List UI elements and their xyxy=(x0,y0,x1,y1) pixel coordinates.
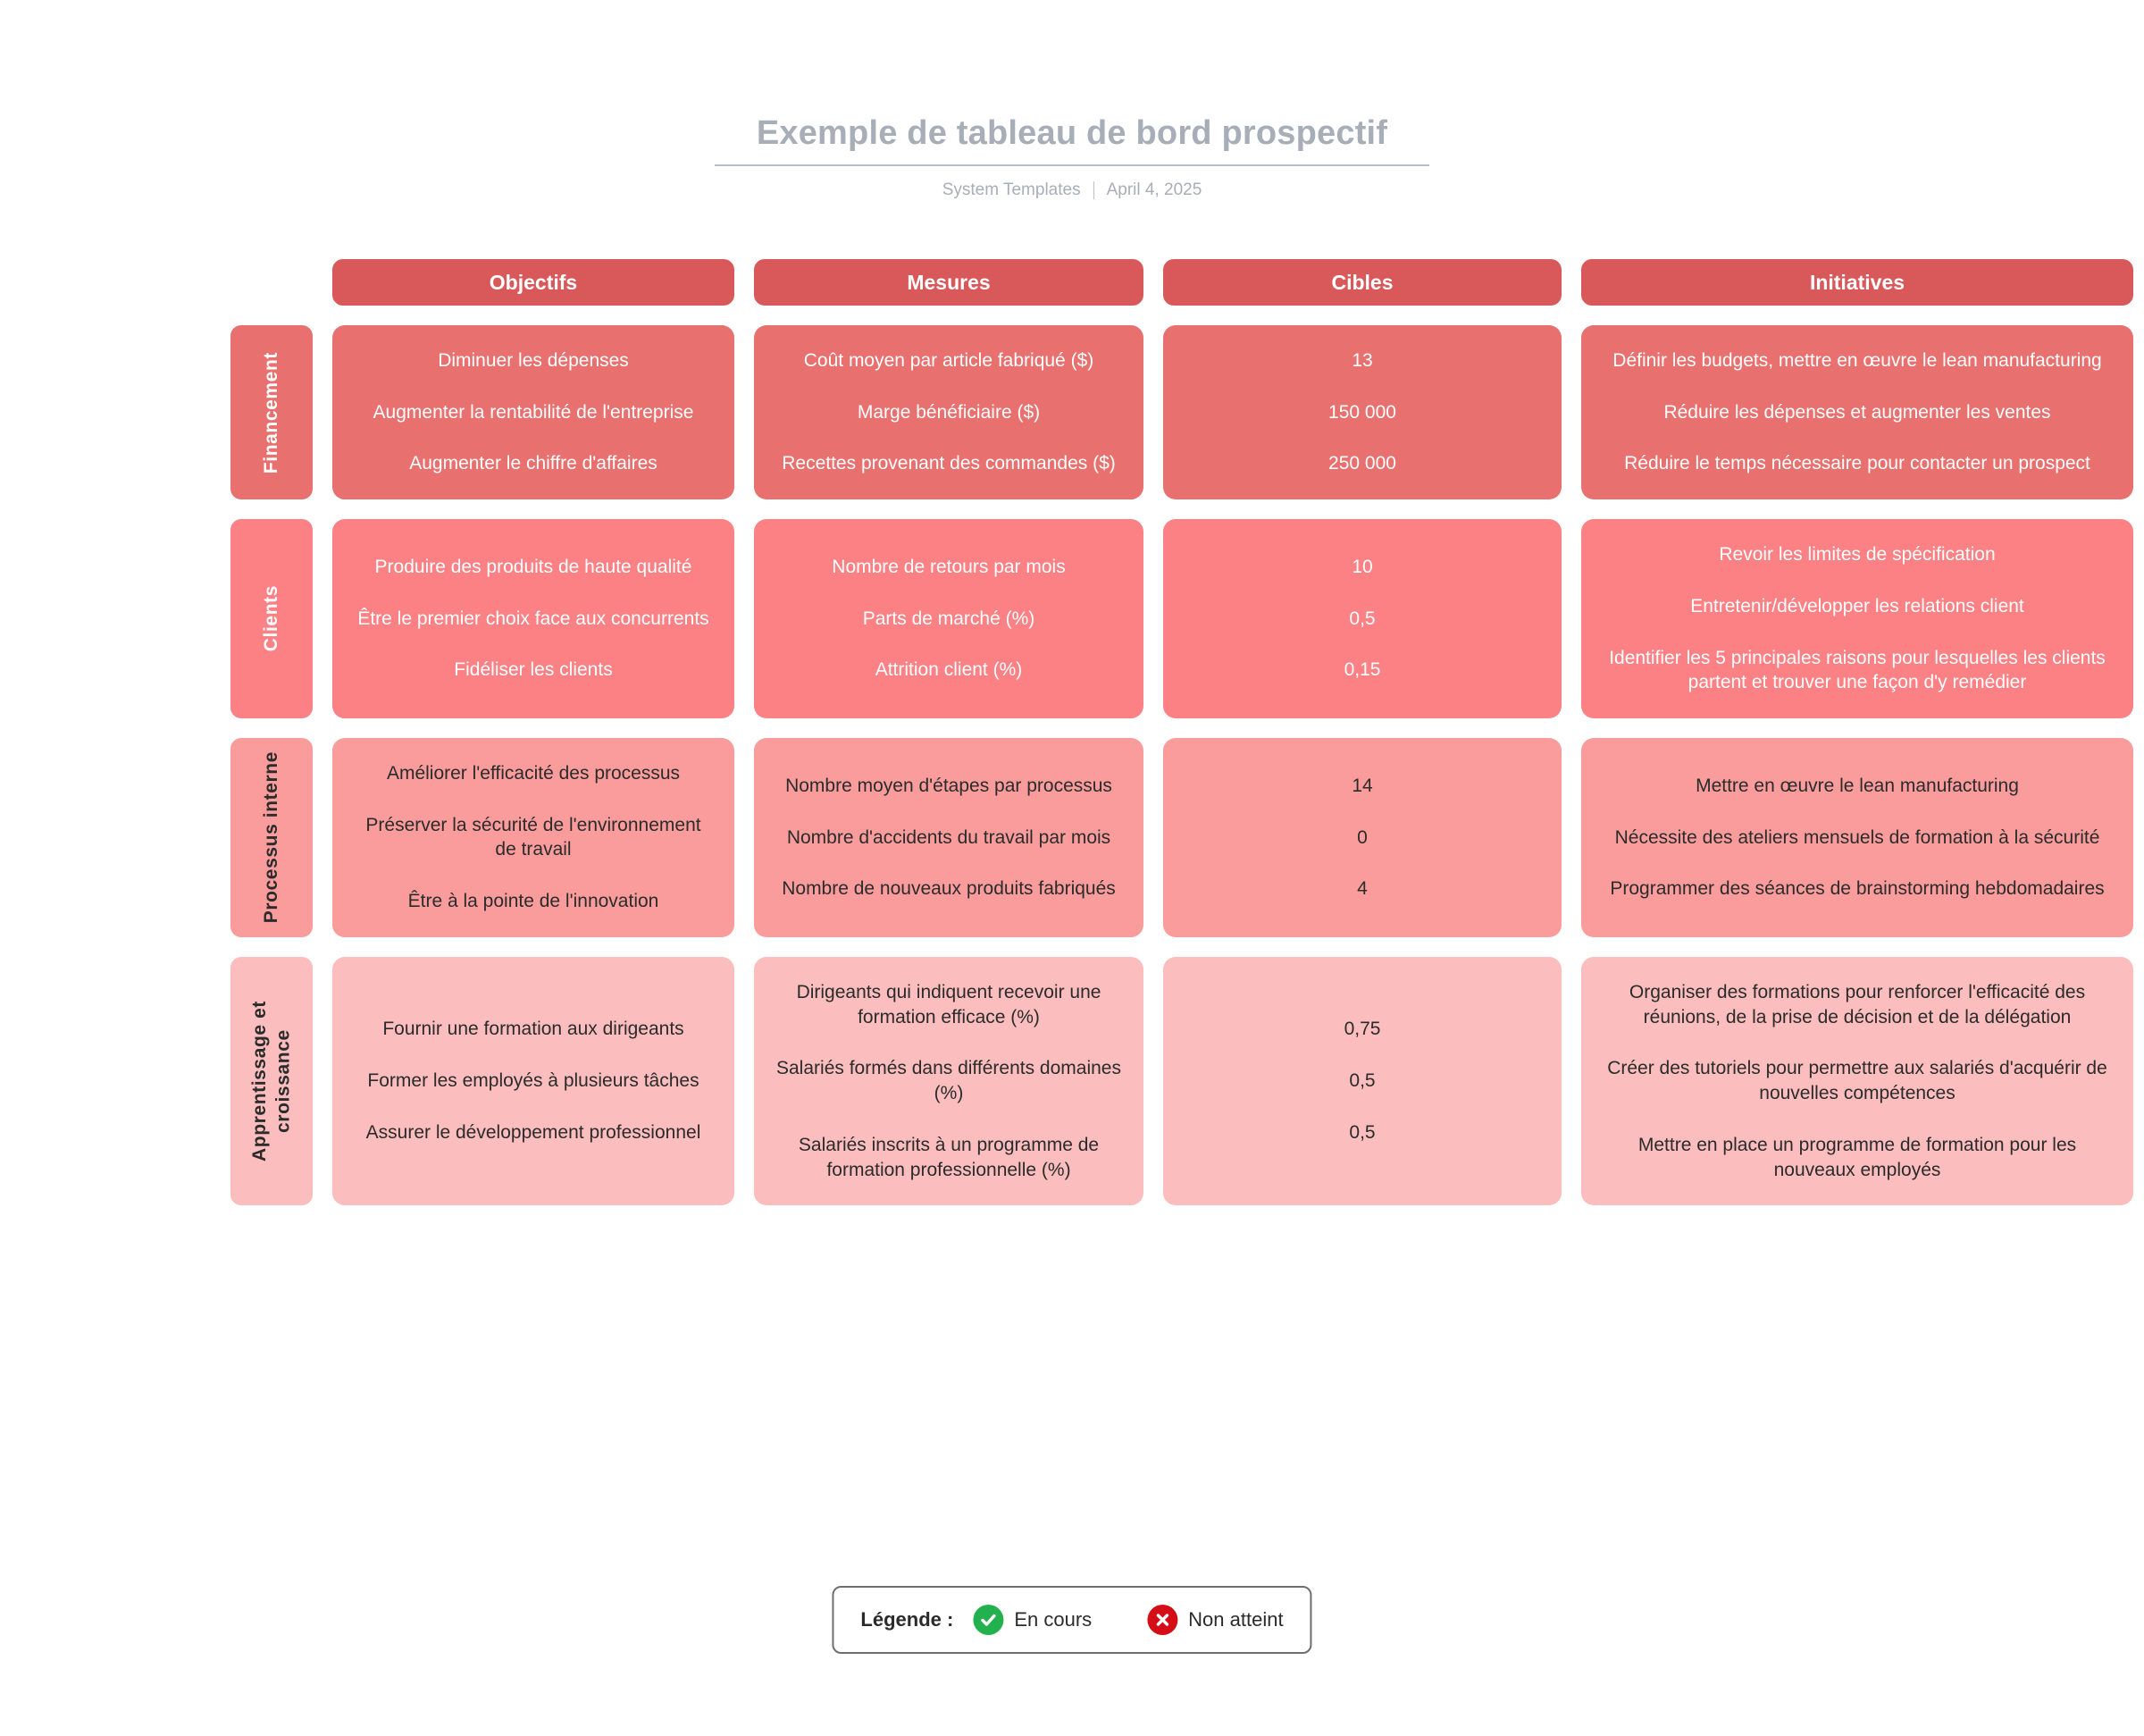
cell-line: 0,15 xyxy=(1344,659,1381,681)
row-label-text: Clients xyxy=(260,585,281,652)
cell-financement-cibles: 13 150 000 250 000 xyxy=(1163,325,1562,500)
cell-line: Revoir les limites de spécification xyxy=(1719,544,1996,566)
cell-line: Dirigeants qui indiquent recevoir une fo… xyxy=(796,981,1101,1027)
cell-apprentissage-initiatives: Organiser des formations pour renforcer … xyxy=(1581,956,2133,1206)
cell-clients-objectifs: Produire des produits de haute qualité Ê… xyxy=(332,519,734,719)
subtitle: System Templates April 4, 2025 xyxy=(0,180,2144,200)
cell-clients-mesures: Nombre de retours par mois Parts de marc… xyxy=(754,519,1143,719)
title-divider xyxy=(715,164,1429,166)
cell-line: Recettes provenant des commandes ($) xyxy=(782,453,1116,474)
cell-line: Produire des produits de haute qualité xyxy=(374,557,692,578)
cell-line: Coût moyen par article fabriqué ($) xyxy=(803,350,1094,371)
legend-item-en-cours: En cours xyxy=(973,1605,1092,1635)
cell-line: 0,5 xyxy=(1349,1121,1376,1143)
subtitle-source: System Templates xyxy=(942,180,1081,199)
legend-title: Légende : xyxy=(860,1608,954,1631)
cell-line: 10 xyxy=(1352,557,1373,578)
legend-label: En cours xyxy=(1014,1608,1093,1631)
cell-apprentissage-objectifs: Fournir une formation aux dirigeants For… xyxy=(332,956,734,1206)
cell-line: 14 xyxy=(1352,775,1373,796)
cell-line: 4 xyxy=(1357,878,1368,900)
cell-line: Augmenter la rentabilité de l'entreprise xyxy=(373,401,694,423)
cell-line: Créer des tutoriels pour permettre aux s… xyxy=(1607,1058,2107,1104)
cell-line: Fidéliser les clients xyxy=(454,659,613,681)
cell-line: 0 xyxy=(1357,826,1368,848)
row-label-text: Apprentissage et croissance xyxy=(248,1001,293,1162)
cell-line: Nombre d'accidents du travail par mois xyxy=(786,826,1111,848)
row-label-financement: Financement xyxy=(230,325,313,500)
cell-line: 250 000 xyxy=(1328,453,1396,474)
cell-line: Augmenter le chiffre d'affaires xyxy=(409,453,657,474)
cell-line: Nombre moyen d'étapes par processus xyxy=(785,775,1112,796)
row-label-text: Processus interne xyxy=(260,751,281,924)
page-title: Exemple de tableau de bord prospectif xyxy=(756,114,1388,152)
cell-processus-mesures: Nombre moyen d'étapes par processus Nomb… xyxy=(754,738,1143,937)
cell-line: Assurer le développement professionnel xyxy=(365,1121,701,1143)
scorecard-grid: Objectifs Mesures Cibles Initiatives Fin… xyxy=(230,259,2133,1206)
cell-clients-cibles: 10 0,5 0,15 xyxy=(1163,519,1562,719)
subtitle-separator xyxy=(1093,180,1094,199)
cell-line: Organiser des formations pour renforcer … xyxy=(1629,981,2086,1027)
cell-apprentissage-cibles: 0,75 0,5 0,5 xyxy=(1163,956,1562,1206)
cell-line: 0,75 xyxy=(1344,1019,1381,1040)
cell-line: Entretenir/développer les relations clie… xyxy=(1690,595,2024,616)
cell-line: Nécessite des ateliers mensuels de forma… xyxy=(1614,826,2100,848)
check-circle-icon xyxy=(973,1605,1004,1635)
row-label-text: Financement xyxy=(260,351,281,474)
cell-processus-initiatives: Mettre en œuvre le lean manufacturing Né… xyxy=(1581,738,2133,937)
cell-line: Salariés inscrits à un programme de form… xyxy=(798,1134,1100,1180)
cell-financement-objectifs: Diminuer les dépenses Augmenter la renta… xyxy=(332,325,734,500)
legend: Légende : En cours Non atteint xyxy=(832,1586,1312,1654)
cell-line: Parts de marché (%) xyxy=(862,608,1035,629)
column-header-objectifs: Objectifs xyxy=(332,259,734,306)
cell-line: Programmer des séances de brainstorming … xyxy=(1610,878,2105,900)
cell-financement-initiatives: Définir les budgets, mettre en œuvre le … xyxy=(1581,325,2133,500)
legend-item-non-atteint: Non atteint xyxy=(1147,1605,1284,1635)
cell-line: Salariés formés dans différents domaines… xyxy=(776,1058,1121,1104)
subtitle-date: April 4, 2025 xyxy=(1106,180,1202,199)
legend-label: Non atteint xyxy=(1188,1608,1284,1631)
column-header-cibles: Cibles xyxy=(1163,259,1562,306)
cell-apprentissage-mesures: Dirigeants qui indiquent recevoir une fo… xyxy=(754,956,1143,1206)
cell-line: Être le premier choix face aux concurren… xyxy=(357,608,709,629)
x-circle-icon xyxy=(1147,1605,1178,1635)
cell-line: 150 000 xyxy=(1328,401,1396,423)
cell-line: Diminuer les dépenses xyxy=(438,350,629,371)
row-label-apprentissage-croissance: Apprentissage et croissance xyxy=(230,956,313,1206)
cell-financement-mesures: Coût moyen par article fabriqué ($) Marg… xyxy=(754,325,1143,500)
cell-processus-cibles: 14 0 4 xyxy=(1163,738,1562,937)
cell-line: Nombre de retours par mois xyxy=(832,557,1066,578)
column-header-initiatives: Initiatives xyxy=(1581,259,2133,306)
cell-line: 0,5 xyxy=(1349,608,1376,629)
cell-line: 13 xyxy=(1352,350,1373,371)
cell-line: Attrition client (%) xyxy=(875,659,1023,681)
row-label-clients: Clients xyxy=(230,519,313,719)
cell-line: Identifier les 5 principales raisons pou… xyxy=(1609,647,2106,693)
row-label-processus-interne: Processus interne xyxy=(230,738,313,937)
cell-line: Fournir une formation aux dirigeants xyxy=(382,1019,684,1040)
cell-line: Mettre en œuvre le lean manufacturing xyxy=(1696,775,2019,796)
cell-processus-objectifs: Améliorer l'efficacité des processus Pré… xyxy=(332,738,734,937)
cell-line: Améliorer l'efficacité des processus xyxy=(386,763,681,784)
cell-clients-initiatives: Revoir les limites de spécification Entr… xyxy=(1581,519,2133,719)
cell-line: 0,5 xyxy=(1349,1070,1376,1092)
grid-corner-spacer xyxy=(230,259,313,306)
cell-line: Réduire les dépenses et augmenter les ve… xyxy=(1663,401,2051,423)
cell-line: Marge bénéficiaire ($) xyxy=(857,401,1041,423)
cell-line: Définir les budgets, mettre en œuvre le … xyxy=(1612,350,2102,371)
cell-line: Mettre en place un programme de formatio… xyxy=(1637,1134,2077,1180)
cell-line: Nombre de nouveaux produits fabriqués xyxy=(782,878,1116,900)
cell-line: Réduire le temps nécessaire pour contact… xyxy=(1624,453,2090,474)
cell-line: Être à la pointe de l'innovation xyxy=(407,891,659,912)
column-header-mesures: Mesures xyxy=(754,259,1143,306)
title-block: Exemple de tableau de bord prospectif Sy… xyxy=(0,114,2144,200)
cell-line: Préserver la sécurité de l'environnement… xyxy=(365,814,701,860)
cell-line: Former les employés à plusieurs tâches xyxy=(367,1070,699,1092)
